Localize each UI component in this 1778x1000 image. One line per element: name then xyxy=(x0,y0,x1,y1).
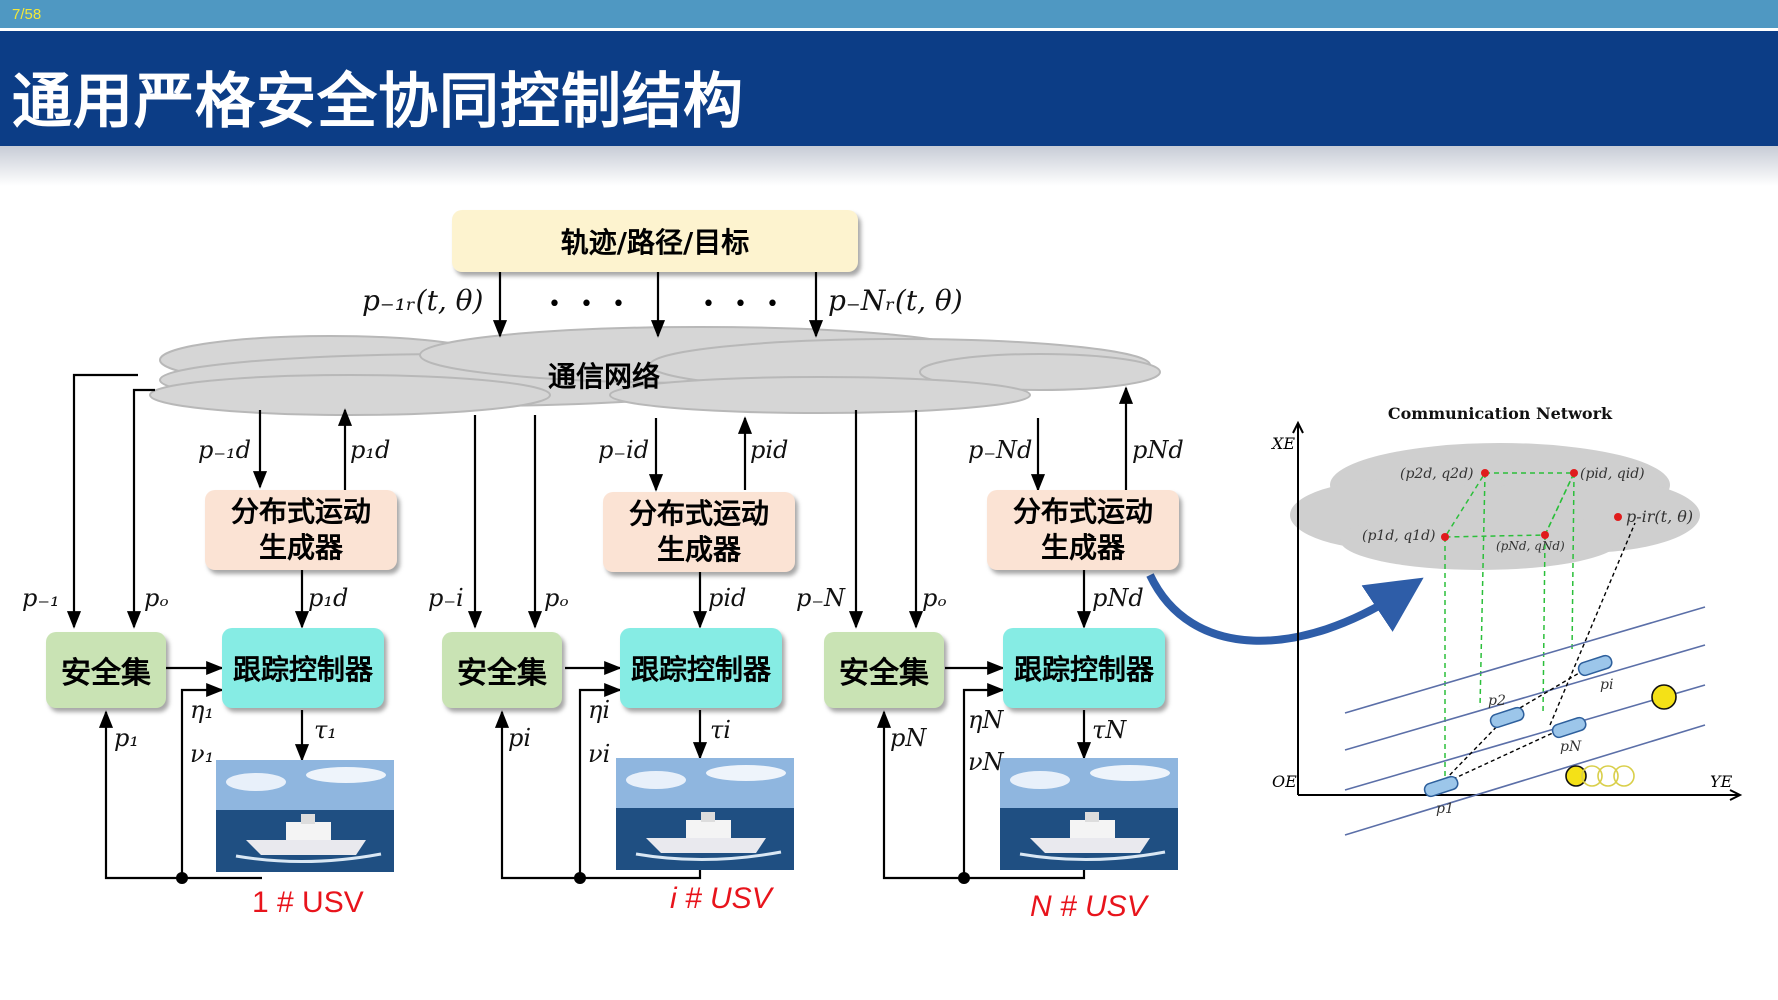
label-taui: τi xyxy=(710,716,731,744)
label-pNd-down: pNd xyxy=(1092,584,1144,612)
label-tau1: τ₁ xyxy=(314,716,337,744)
generator-line1: 分布式运动 xyxy=(1012,495,1153,528)
safe-set-i: 安全集 xyxy=(442,632,562,708)
trajectory-label: 轨迹/路径/目标 xyxy=(560,226,750,259)
point-pNd: (pNd, qNd) xyxy=(1496,539,1565,553)
safe-set-N: 安全集 xyxy=(824,632,944,708)
formation-figure: Communication Network (p2d, q2d) (pid, q… xyxy=(1270,404,1743,836)
label-nuN: νN xyxy=(968,748,1004,776)
slide-title: 通用严格安全协同控制结构 xyxy=(12,67,744,137)
label-etai: ηi xyxy=(588,696,611,724)
axis-y-label: YE xyxy=(1710,772,1733,791)
ship-p2: p2 xyxy=(1488,693,1506,709)
label-p1d-up: p₁d xyxy=(350,436,391,464)
safe-set-1: 安全集 xyxy=(46,632,166,708)
tracking-controller-1: 跟踪控制器 xyxy=(222,628,384,708)
safe-set-label: 安全集 xyxy=(839,656,929,691)
network-label: 通信网络 xyxy=(548,360,661,393)
usv-1-label: 1 # USV xyxy=(252,886,364,919)
label-pi: pi xyxy=(508,724,532,752)
p-Nr-label: p₋Nᵣ(t, θ) xyxy=(828,284,963,317)
label-pmi: p₋i xyxy=(428,584,464,612)
label-pid-down: pid xyxy=(708,584,747,612)
point-p1d: (p1d, q1d) xyxy=(1362,528,1436,544)
title-bar: 通用严格安全协同控制结构 xyxy=(0,28,1778,149)
ship-p1: p1 xyxy=(1436,801,1454,817)
label-nu1: ν₁ xyxy=(190,740,215,768)
origin-label: OE xyxy=(1272,772,1297,791)
top-strip: 7/58 xyxy=(0,0,1778,28)
label-pNd-up: pNd xyxy=(1132,436,1184,464)
tracking-controller-i: 跟踪控制器 xyxy=(620,628,782,708)
network-cloud xyxy=(149,326,1161,416)
label-pmNd: p₋Nd xyxy=(968,436,1033,464)
figure-title: Communication Network xyxy=(1388,404,1613,423)
label-pm1d: p₋₁d xyxy=(198,436,252,464)
usv-photo-N xyxy=(1000,758,1178,870)
label-etaN: ηN xyxy=(968,706,1004,734)
label-tauN: τN xyxy=(1092,716,1127,744)
generator-line1: 分布式运动 xyxy=(628,497,769,530)
ship-pN: pN xyxy=(1560,739,1582,755)
tracker-label: 跟踪控制器 xyxy=(232,653,373,686)
ship-pi: pi xyxy=(1600,677,1613,693)
point-pid: (pid, qid) xyxy=(1580,466,1645,482)
point-p2d: (p2d, q2d) xyxy=(1400,466,1474,482)
motion-generator-N: 分布式运动生成器 xyxy=(987,490,1179,570)
motion-generator-1: 分布式运动生成器 xyxy=(205,490,397,570)
label-pN: pN xyxy=(890,724,927,752)
tracker-label: 跟踪控制器 xyxy=(630,653,771,686)
generator-line1: 分布式运动 xyxy=(230,495,371,528)
point-pir: p-ir(t, θ) xyxy=(1626,507,1693,526)
label-p1: p₁ xyxy=(114,724,139,752)
trajectory-box: 轨迹/路径/目标 xyxy=(452,210,858,272)
safe-set-label: 安全集 xyxy=(61,656,151,691)
usv-i-label: i # USV xyxy=(670,882,772,915)
motion-generator-i: 分布式运动生成器 xyxy=(603,492,795,572)
usv-photo-i xyxy=(616,758,794,870)
label-po-i: pₒ xyxy=(544,584,569,612)
tracking-controller-N: 跟踪控制器 xyxy=(1003,628,1165,708)
usv-N-label: N # USV xyxy=(1030,890,1147,923)
label-nui: νi xyxy=(588,740,611,768)
label-pmid: p₋id xyxy=(598,436,650,464)
label-eta1: η₁ xyxy=(190,696,214,724)
axis-x-label: XE xyxy=(1270,434,1295,453)
label-po-1: pₒ xyxy=(144,584,169,612)
generator-line2: 生成器 xyxy=(258,531,343,564)
p-1r-label: p₋₁ᵣ(t, θ) xyxy=(362,284,484,317)
usv-photo-1 xyxy=(216,760,394,872)
label-pmN: p₋N xyxy=(796,584,846,612)
dots-left: • • • xyxy=(548,292,631,317)
safe-set-label: 安全集 xyxy=(457,656,547,691)
label-p1d-down: p₁d xyxy=(308,584,349,612)
label-po-N: pₒ xyxy=(922,584,947,612)
label-pid-up: pid xyxy=(750,436,789,464)
dots-right: • • • xyxy=(702,292,785,317)
generator-line2: 生成器 xyxy=(1040,531,1125,564)
label-pm1: p₋₁ xyxy=(22,584,60,612)
tracker-label: 跟踪控制器 xyxy=(1013,653,1154,686)
title-shadow xyxy=(0,146,1778,186)
page-number: 7/58 xyxy=(12,6,42,23)
generator-line2: 生成器 xyxy=(656,533,741,566)
